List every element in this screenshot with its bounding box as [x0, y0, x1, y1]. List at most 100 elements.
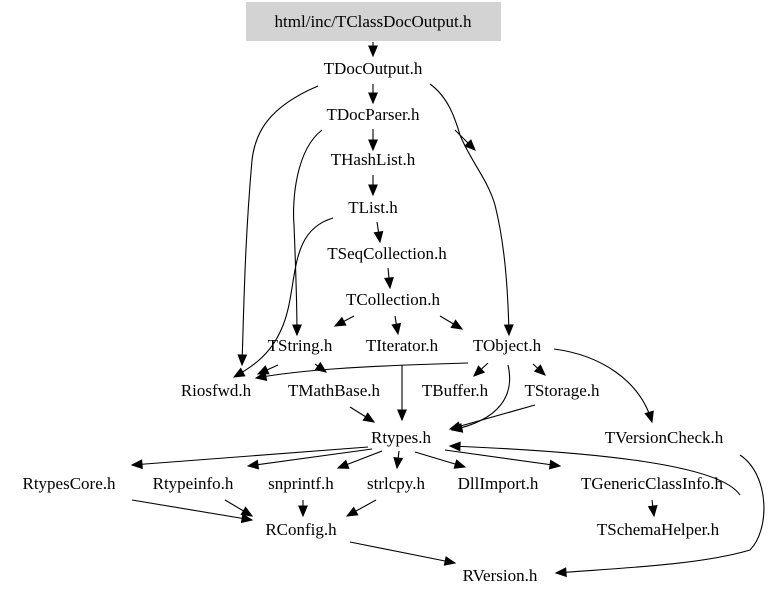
node-TGenericClassInfo[interactable]: TGenericClassInfo.h [581, 474, 724, 493]
edge-arrowhead [373, 230, 384, 244]
edge-arrowhead [448, 421, 462, 431]
edge-Rtypes-to-TGenericClassInfo [444, 449, 562, 470]
edges-layer [130, 42, 765, 578]
node-TBuffer[interactable]: TBuffer.h [422, 381, 489, 400]
node-label: THashList.h [331, 150, 416, 169]
edge-arrowhead [368, 184, 378, 197]
node-TVersionCheck[interactable]: TVersionCheck.h [605, 428, 724, 447]
edge-arrowhead [453, 459, 467, 469]
node-label: TDocOutput.h [324, 59, 423, 78]
edge-TObject-to-TVersionCheck [553, 348, 654, 424]
node-DllImport[interactable]: DllImport.h [458, 474, 539, 493]
edge-TVersionCheck-to-RVersion [554, 454, 765, 578]
edge-line [444, 449, 561, 467]
node-RVersion[interactable]: RVersion.h [463, 566, 538, 585]
node-strlcpy[interactable]: strlcpy.h [367, 474, 425, 493]
node-label: RVersion.h [463, 566, 538, 585]
edge-TGenericClassInfo-to-Rtypes [448, 441, 741, 496]
node-THashList[interactable]: THashList.h [331, 150, 416, 169]
node-TSeqCollection[interactable]: TSeqCollection.h [327, 244, 447, 263]
edge-arrowhead [240, 506, 254, 517]
node-TDocParser[interactable]: TDocParser.h [326, 105, 420, 124]
node-label: RtypesCore.h [22, 474, 116, 493]
edge-arrowhead [443, 556, 457, 566]
root-node-box [246, 2, 501, 41]
node-TMathBase[interactable]: TMathBase.h [288, 381, 381, 400]
edge-arrowhead [473, 365, 486, 377]
node-RConfig[interactable]: RConfig.h [265, 520, 337, 539]
edge-line [241, 85, 319, 366]
edge-line [131, 446, 369, 466]
edge-Rtypes-to-strlcpy [393, 450, 404, 470]
node-label: TSchemaHelper.h [597, 520, 720, 539]
edge-TMathBase-to-Rtypes [349, 406, 376, 423]
edge-line [247, 448, 373, 467]
node-snprintf[interactable]: snprintf.h [268, 474, 334, 493]
edge-arrowhead [246, 459, 260, 470]
edge-TDocParser-to-TObject [454, 129, 476, 151]
node-label: TSeqCollection.h [327, 244, 447, 263]
edge-TObject-to-Riosfwd [254, 362, 469, 381]
edge-arrowhead [237, 354, 248, 367]
edge-arrowhead [240, 513, 254, 524]
edge-TDocParser-to-THashList [368, 129, 378, 152]
edge-Rtypes-to-Rtypeinfo [246, 448, 373, 470]
node-label: Rtypes.h [371, 428, 431, 447]
edge-line [255, 362, 469, 379]
node-TObject[interactable]: TObject.h [473, 336, 542, 355]
edge-line [449, 404, 536, 430]
edge-TList-to-TSeqCollection [373, 221, 384, 244]
edge-TString-to-Riosfwd [256, 364, 279, 375]
node-TList[interactable]: TList.h [348, 198, 398, 217]
node-Riosfwd[interactable]: Riosfwd.h [181, 381, 252, 400]
node-Rtypeinfo[interactable]: Rtypeinfo.h [153, 474, 234, 493]
edge-arrowhead [450, 319, 464, 330]
node-TString[interactable]: TString.h [268, 336, 333, 355]
edge-arrowhead [554, 567, 567, 578]
edge-TCollection-to-TString [333, 315, 355, 327]
node-Rtypes[interactable]: Rtypes.h [371, 428, 431, 447]
node-label: TBuffer.h [422, 381, 489, 400]
node-label: snprintf.h [268, 474, 334, 493]
edge-arrowhead [336, 459, 350, 469]
node-label: Rtypeinfo.h [153, 474, 234, 493]
edge-TObject-to-TBuffer [473, 362, 489, 377]
node-label: TCollection.h [346, 290, 440, 309]
edge-arrowhead [464, 139, 476, 151]
edge-Rtypes-to-RtypesCore [130, 446, 369, 470]
node-label: RConfig.h [265, 520, 337, 539]
edge-TSeqCollection-to-TCollection [384, 267, 394, 290]
edge-TDocOutput-to-TDocParser [368, 84, 378, 105]
edge-line [293, 129, 323, 336]
node-root[interactable]: html/inc/TClassDocOutput.h [246, 2, 501, 41]
edge-TStorage-to-Rtypes [448, 404, 536, 431]
edge-arrowhead [298, 505, 308, 518]
node-TSchemaHelper[interactable]: TSchemaHelper.h [597, 520, 720, 539]
node-label: TIterator.h [366, 336, 439, 355]
node-label: html/inc/TClassDocOutput.h [275, 12, 472, 31]
node-RtypesCore[interactable]: RtypesCore.h [22, 474, 116, 493]
node-TCollection[interactable]: TCollection.h [346, 290, 440, 309]
edge-TList-to-Riosfwd [232, 217, 334, 378]
edge-arrowhead [533, 364, 546, 376]
edge-TGenericClassInfo-to-TSchemaHelper [647, 499, 658, 518]
edge-snprintf-to-RConfig [298, 500, 308, 518]
node-TStorage[interactable]: TStorage.h [524, 381, 600, 400]
node-label: strlcpy.h [367, 474, 425, 493]
node-label: Riosfwd.h [181, 381, 252, 400]
edge-TDocOutput-to-Riosfwd [237, 85, 319, 367]
edge-RConfig-to-RVersion [349, 541, 457, 566]
edge-arrowhead [503, 324, 514, 337]
node-label: DllImport.h [458, 474, 539, 493]
node-label: TDocParser.h [326, 105, 420, 124]
node-TDocOutput[interactable]: TDocOutput.h [324, 59, 423, 78]
node-label: TObject.h [473, 336, 542, 355]
node-label: TVersionCheck.h [605, 428, 724, 447]
node-TIterator[interactable]: TIterator.h [366, 336, 439, 355]
edge-strlcpy-to-RConfig [345, 499, 377, 517]
edge-arrowhead [368, 92, 378, 105]
edge-TDocParser-to-TString [292, 129, 323, 337]
node-label: TStorage.h [524, 381, 600, 400]
edge-TIterator-to-Rtypes [397, 365, 407, 422]
